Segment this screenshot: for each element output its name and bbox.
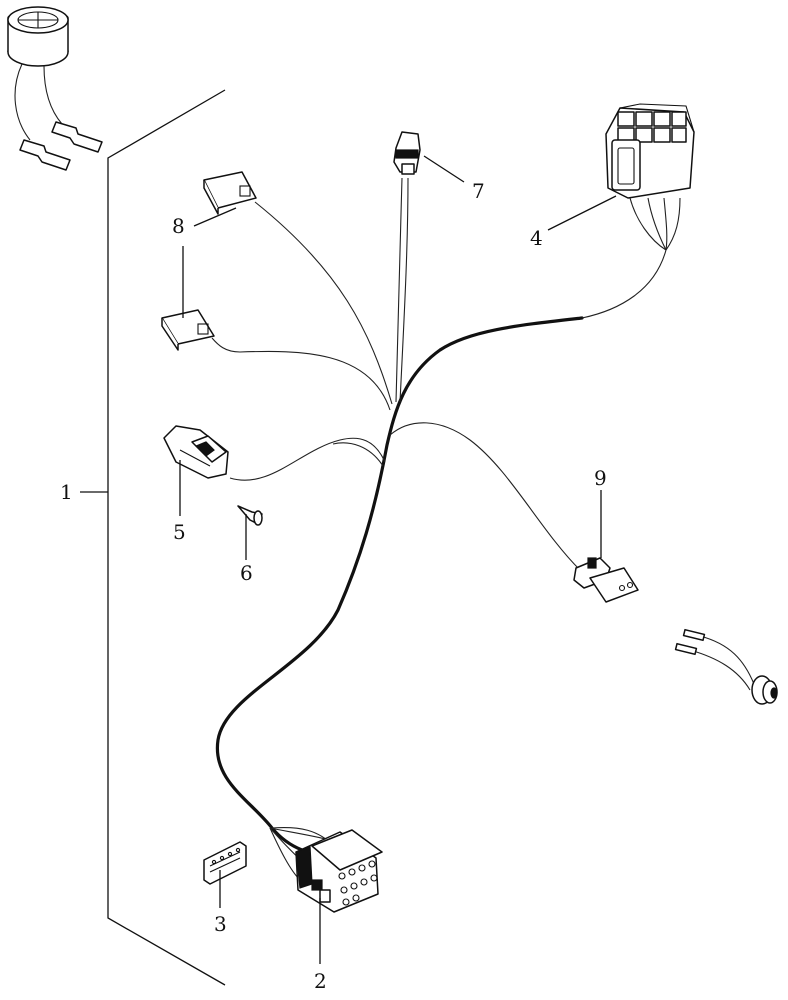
callout-9: 9 bbox=[594, 466, 607, 490]
callout-3: 3 bbox=[214, 912, 227, 936]
callout-labels: 1 2 3 4 5 6 7 8 9 bbox=[60, 179, 607, 993]
plug-6 bbox=[237, 505, 263, 526]
connector-8-upper bbox=[203, 171, 257, 215]
connector-8-lower bbox=[161, 309, 215, 351]
harness-group-bracket bbox=[80, 89, 226, 986]
switch-with-leads bbox=[674, 628, 778, 705]
callout-4: 4 bbox=[530, 226, 543, 250]
connector-7 bbox=[393, 131, 421, 175]
leader-lines bbox=[179, 155, 617, 964]
callout-7: 7 bbox=[472, 179, 485, 203]
branch-wires bbox=[211, 177, 681, 881]
wedge-lock-3 bbox=[203, 841, 247, 885]
sensor-with-terminals bbox=[7, 6, 103, 171]
connector-9 bbox=[573, 557, 639, 603]
callout-6: 6 bbox=[240, 561, 253, 585]
main-harness-trunk bbox=[215, 316, 584, 852]
connector-4 bbox=[605, 103, 695, 199]
connector-5 bbox=[163, 425, 229, 479]
callout-5: 5 bbox=[173, 520, 186, 544]
callout-8: 8 bbox=[172, 214, 185, 238]
callout-1: 1 bbox=[60, 480, 73, 504]
callout-2: 2 bbox=[314, 969, 327, 993]
connector-2 bbox=[295, 829, 383, 913]
